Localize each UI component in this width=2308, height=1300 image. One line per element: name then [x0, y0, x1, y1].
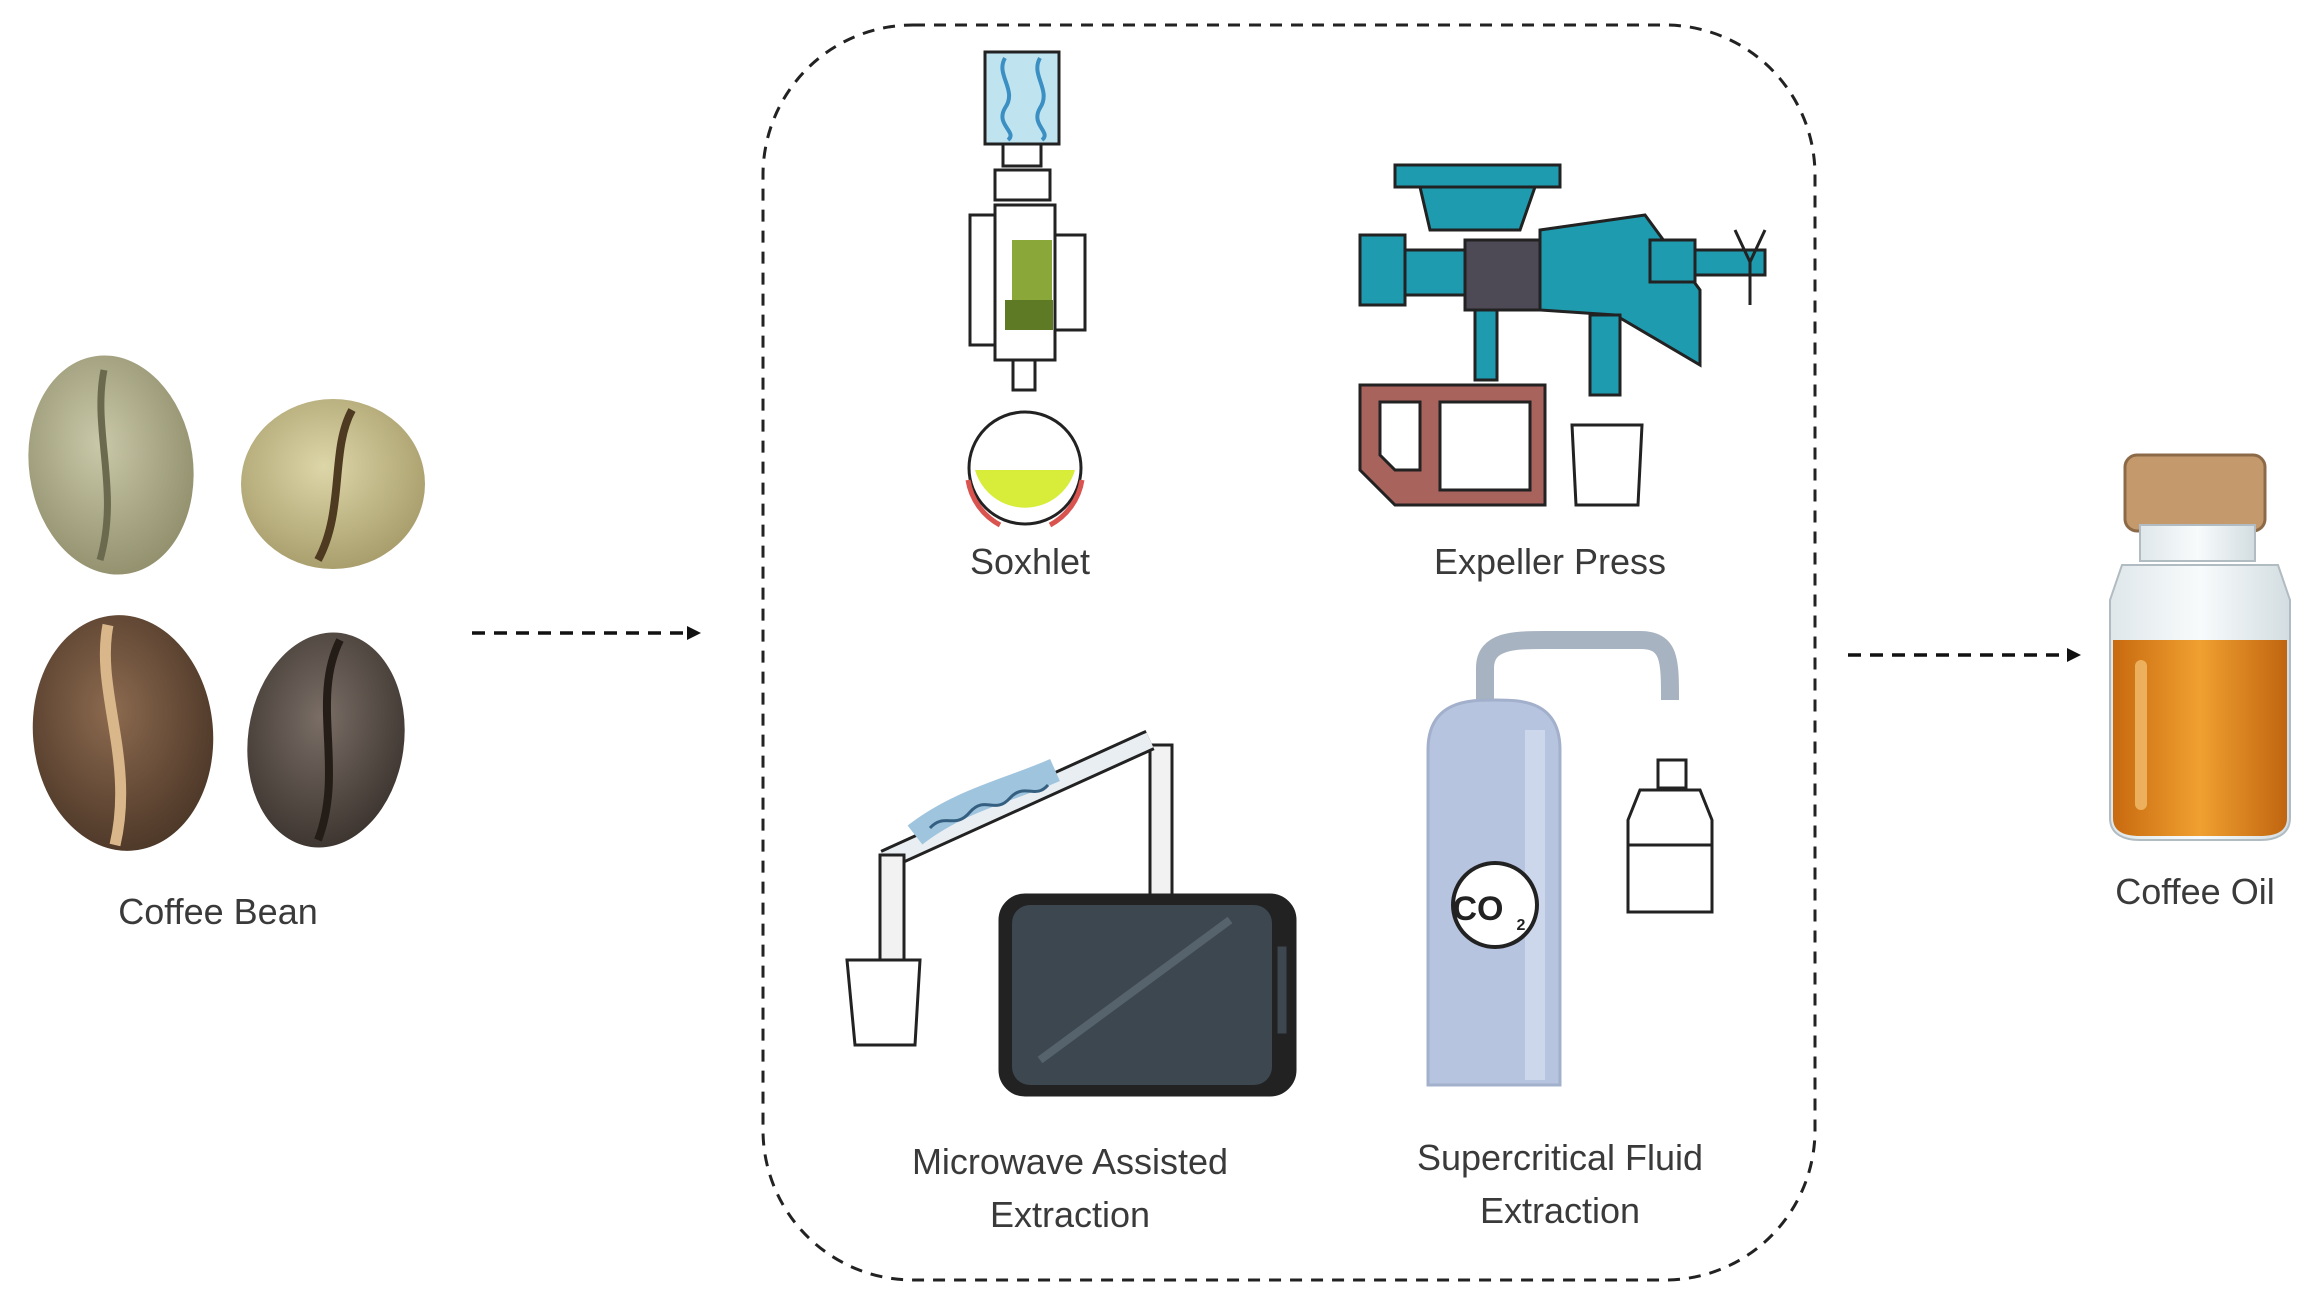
expeller-press-icon	[1358, 163, 1767, 507]
roasted-bean-2	[247, 632, 405, 848]
process-box	[761, 23, 1817, 1282]
microwave-label-line2: Extraction	[989, 1194, 1151, 1235]
coffee-oil-label: Coffee Oil	[2115, 871, 2275, 912]
coffee-bean-label: Coffee Bean	[118, 891, 318, 932]
green-bean-1	[28, 355, 194, 575]
roasted-bean-1	[32, 615, 214, 851]
microwave-extraction-icon	[845, 729, 1297, 1097]
co2-label: CO	[1453, 890, 1504, 928]
green-bean-2	[241, 399, 425, 569]
expeller-press-label: Expeller Press	[1433, 541, 1667, 582]
coffee-oil-bottle-image	[2109, 453, 2291, 841]
co2-subscript: 2	[1517, 917, 1526, 934]
supercritical-label-line1: Supercritical Fluid	[1416, 1137, 1704, 1178]
coffee-beans-image	[28, 355, 425, 851]
soxhlet-label: Soxhlet	[969, 541, 1091, 582]
soxhlet-apparatus-icon	[965, 50, 1087, 528]
microwave-label-line1: Microwave Assisted	[911, 1141, 1229, 1182]
supercritical-extraction-icon	[1426, 631, 1714, 1087]
supercritical-label-line2: Extraction	[1479, 1190, 1641, 1231]
